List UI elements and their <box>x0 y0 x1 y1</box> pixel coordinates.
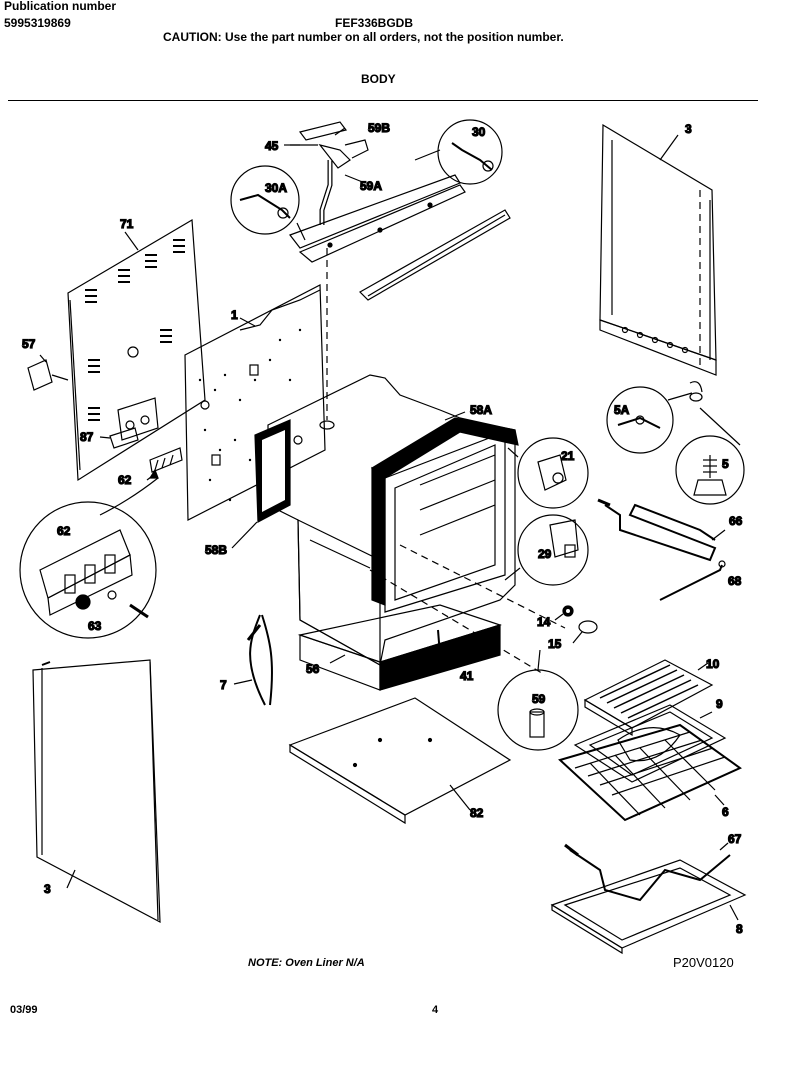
callout-58B: 58B <box>205 543 227 557</box>
callout-10: 10 <box>706 657 720 671</box>
callout-circle-5 <box>675 407 745 505</box>
part-68-sensor <box>659 560 726 601</box>
callout-circle-29 <box>504 514 589 586</box>
leader-lines <box>39 127 679 889</box>
callout-62: 62 <box>118 473 132 487</box>
callout-58A: 58A <box>470 403 492 417</box>
callout-56: 56 <box>306 662 320 676</box>
callout-6: 6 <box>722 805 729 819</box>
oven-body <box>254 374 519 667</box>
part-66-broil-element <box>597 498 726 562</box>
part-8-bake-pan <box>550 859 747 955</box>
parts-14-15 <box>554 605 598 644</box>
callout-21: 21 <box>561 449 575 463</box>
callout-1: 1 <box>231 308 238 322</box>
figure-code: P20V0120 <box>673 955 734 970</box>
callout-62-detail: 62 <box>57 524 71 538</box>
footer-date: 03/99 <box>10 1004 38 1016</box>
callout-circle-30A <box>230 165 306 241</box>
callout-68: 68 <box>728 574 742 588</box>
leader-41 <box>447 659 456 669</box>
model-number: FEF336BGDB <box>335 16 414 30</box>
callout-67: 67 <box>728 832 742 846</box>
callout-59: 59 <box>532 692 546 706</box>
part-7 <box>233 614 273 706</box>
callout-59A: 59A <box>360 179 382 193</box>
callout-5: 5 <box>722 457 729 471</box>
callout-7: 7 <box>220 678 227 692</box>
part-62-terminal <box>149 447 183 473</box>
callout-66: 66 <box>729 514 743 528</box>
callout-30A: 30A <box>265 181 287 195</box>
part-6-oven-rack <box>558 723 742 822</box>
arrow-62 <box>99 477 159 516</box>
callout-57: 57 <box>22 337 36 351</box>
callout-87: 87 <box>80 430 94 444</box>
callout-15: 15 <box>548 637 562 651</box>
caution-text: CAUTION: Use the part number on all orde… <box>163 30 564 44</box>
callout-circle-5A <box>606 386 693 454</box>
publication-label: Publication number <box>4 0 117 13</box>
side-panel-right <box>599 123 717 376</box>
rear-panel-71 <box>67 218 206 482</box>
part-57 <box>27 359 69 391</box>
leveler-screw <box>689 381 703 402</box>
callout-9: 9 <box>716 697 723 711</box>
part-10-broil-grid <box>583 659 714 737</box>
callout-circle-21 <box>507 437 589 509</box>
part-41 <box>437 629 441 656</box>
callout-30: 30 <box>472 125 486 139</box>
callout-63: 63 <box>88 619 102 633</box>
callout-8: 8 <box>736 922 743 936</box>
part-56-base <box>297 604 502 691</box>
callout-3-top: 3 <box>685 122 692 136</box>
header-rule <box>8 100 758 101</box>
callout-29: 29 <box>538 547 552 561</box>
publication-number: 5995319869 <box>4 16 71 30</box>
part-9-broil-pan <box>573 704 727 783</box>
guide-lines <box>326 190 701 676</box>
callout-circle-62-63 <box>19 501 157 639</box>
page-number: 4 <box>432 1004 439 1016</box>
top-bracket-assembly <box>289 121 511 301</box>
callout-45: 45 <box>265 139 279 153</box>
footer-note: NOTE: Oven Liner N/A <box>248 957 365 969</box>
callout-circle-59 <box>497 649 579 751</box>
part-87 <box>99 427 139 449</box>
callout-circle-30 <box>414 119 503 185</box>
side-panel-left <box>32 659 161 924</box>
callout-5A: 5A <box>614 403 630 417</box>
part-67-bake-element <box>564 842 731 902</box>
hole-marker <box>319 420 335 430</box>
callout-14: 14 <box>537 615 551 629</box>
part-82-bottom-panel <box>288 697 512 825</box>
callout-59B: 59B <box>368 121 390 135</box>
callout-41: 41 <box>460 669 474 683</box>
callout-71: 71 <box>120 217 134 231</box>
section-title: BODY <box>361 72 396 86</box>
callout-3-bottom: 3 <box>44 882 51 896</box>
callout-82: 82 <box>470 806 484 820</box>
back-wall-1 <box>184 284 326 521</box>
